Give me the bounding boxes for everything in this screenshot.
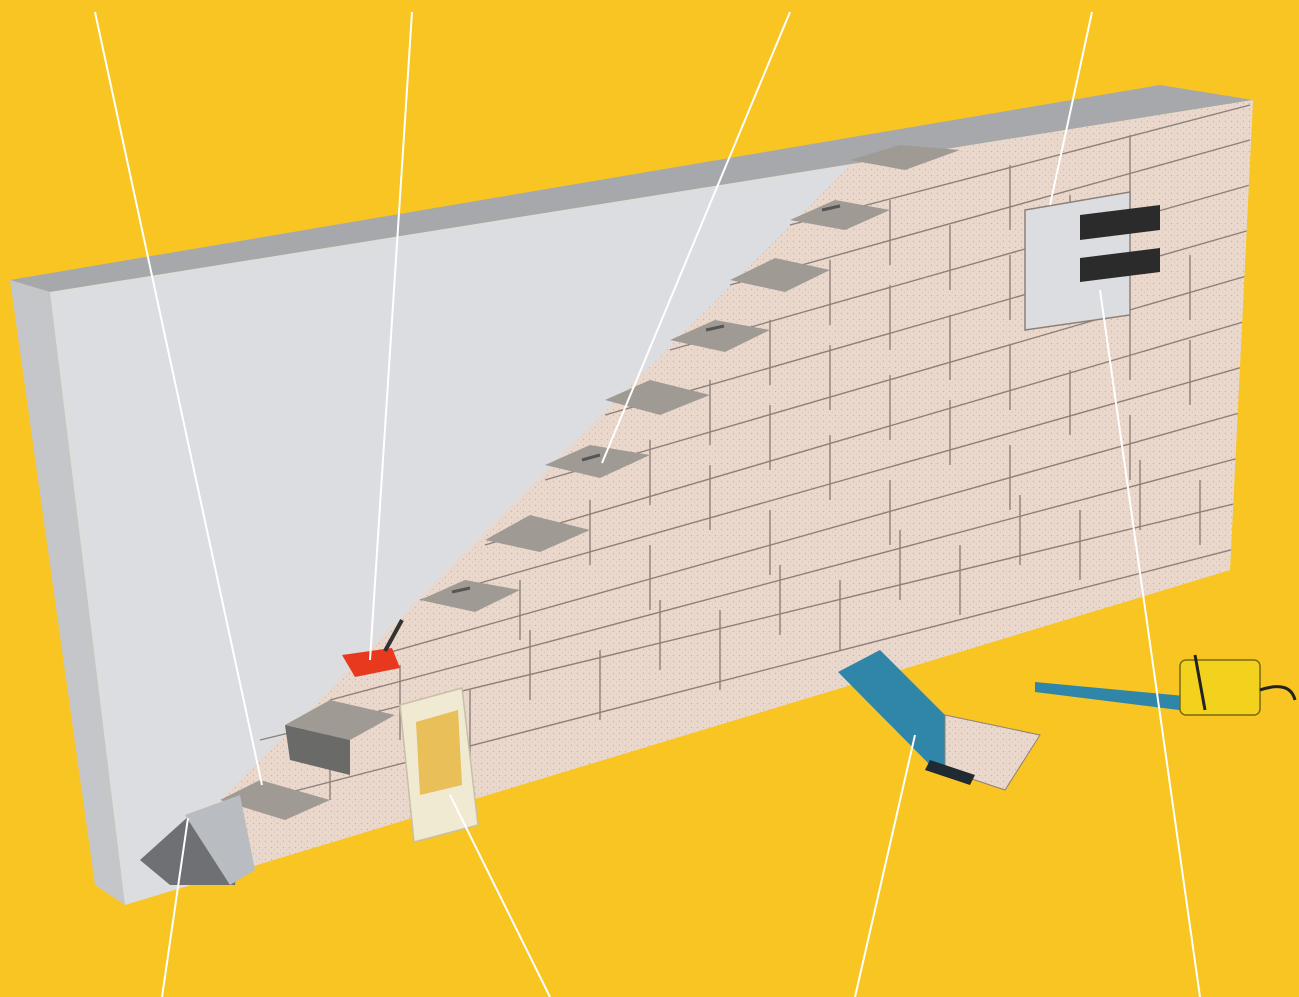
saw-guide-icon (838, 650, 1040, 790)
callout-line-6 (450, 795, 550, 997)
callout-line-7 (855, 735, 915, 997)
chainsaw-icon (1035, 655, 1295, 715)
